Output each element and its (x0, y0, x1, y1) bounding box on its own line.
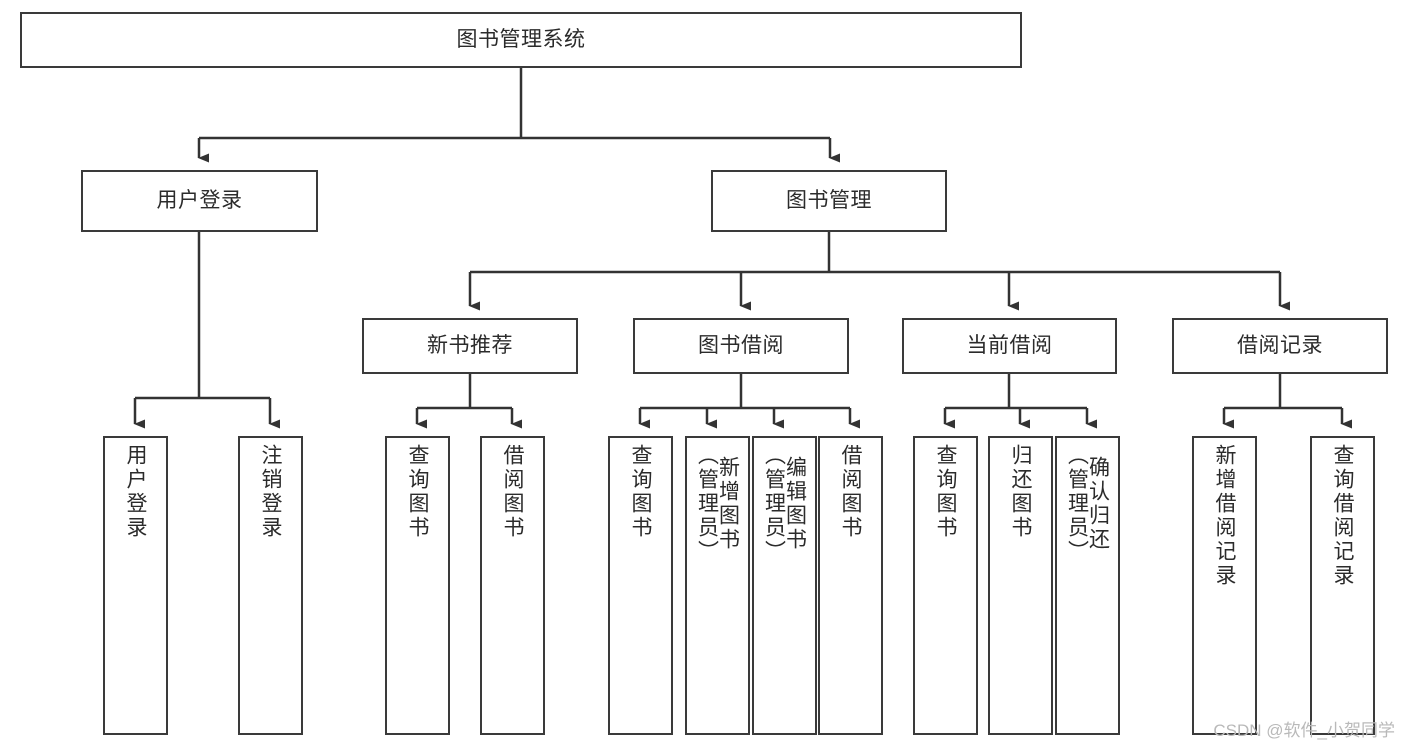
node-label: 借阅图书 (839, 444, 862, 540)
node-leaf-confirm-return-admin[interactable]: 确认归还 （管理员） (1055, 436, 1120, 735)
edges-userlogin-to-leaves (133, 232, 280, 429)
node-label: 图书管理系统 (456, 28, 586, 52)
node-label: 编辑图书 （管理员） (762, 444, 807, 564)
node-label: 当前借阅 (966, 334, 1053, 358)
node-label: 新书推荐 (427, 334, 513, 358)
node-leaf-query-book-recommend[interactable]: 查询图书 (385, 436, 450, 735)
node-label: 注销登录 (259, 444, 282, 540)
node-label: 用户登录 (124, 444, 147, 540)
node-leaf-user-login[interactable]: 用户登录 (103, 436, 168, 735)
node-book-management[interactable]: 图书管理 (711, 170, 947, 232)
node-label: 查询图书 (934, 444, 957, 540)
node-leaf-logout-login[interactable]: 注销登录 (238, 436, 303, 735)
node-label: 新增图书 （管理员） (695, 444, 740, 564)
node-label: 查询图书 (406, 444, 429, 540)
node-label: 查询借阅记录 (1331, 444, 1354, 588)
node-root-book-management-system[interactable]: 图书管理系统 (20, 12, 1022, 68)
node-label: 图书管理 (786, 189, 872, 213)
node-user-login[interactable]: 用户登录 (81, 170, 318, 232)
node-label: 用户登录 (156, 189, 243, 213)
edges-level2-to-level3 (468, 232, 1290, 311)
node-label: 图书借阅 (698, 334, 784, 358)
node-leaf-return-book[interactable]: 归还图书 (988, 436, 1053, 735)
edges-bookborrow-to-leaves (638, 374, 860, 429)
node-label: 新增借阅记录 (1213, 444, 1236, 588)
node-leaf-add-book-admin[interactable]: 新增图书 （管理员） (685, 436, 750, 735)
node-label: 查询图书 (629, 444, 652, 540)
node-borrow-record[interactable]: 借阅记录 (1172, 318, 1388, 374)
edges-borrowrecord-to-leaves (1222, 374, 1352, 429)
node-leaf-query-book-current[interactable]: 查询图书 (913, 436, 978, 735)
node-book-borrow[interactable]: 图书借阅 (633, 318, 849, 374)
node-leaf-borrow-book[interactable]: 借阅图书 (818, 436, 883, 735)
node-leaf-query-book-borrow[interactable]: 查询图书 (608, 436, 673, 735)
node-label: 借阅图书 (501, 444, 524, 540)
node-leaf-add-borrow-record[interactable]: 新增借阅记录 (1192, 436, 1257, 735)
node-label: 借阅记录 (1237, 334, 1323, 358)
node-leaf-borrow-book-recommend[interactable]: 借阅图书 (480, 436, 545, 735)
node-new-book-recommend[interactable]: 新书推荐 (362, 318, 578, 374)
edges-newbook-to-leaves (415, 374, 522, 429)
edges-root-to-level2 (197, 68, 840, 163)
node-leaf-query-borrow-record[interactable]: 查询借阅记录 (1310, 436, 1375, 735)
node-leaf-edit-book-admin[interactable]: 编辑图书 （管理员） (752, 436, 817, 735)
node-current-borrow[interactable]: 当前借阅 (902, 318, 1117, 374)
node-label: 归还图书 (1009, 444, 1032, 540)
node-label: 确认归还 （管理员） (1065, 444, 1110, 564)
edges-currentborrow-to-leaves (943, 374, 1097, 429)
csdn-watermark: CSDN @软件_小贺同学 (1213, 721, 1395, 740)
